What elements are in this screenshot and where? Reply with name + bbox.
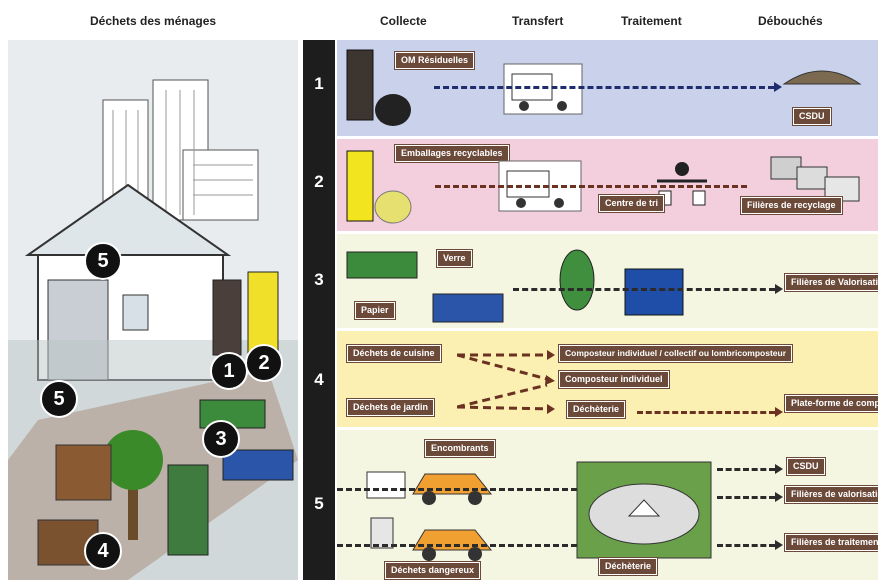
glass-bank-icon	[559, 249, 595, 311]
label-papier: Papier	[355, 302, 395, 319]
flow-arrowhead-traitement	[775, 540, 783, 550]
label-composteur-individuel: Composteur individuel	[559, 371, 669, 388]
header-traitement: Traitement	[621, 14, 682, 28]
row-number-strip	[303, 40, 335, 580]
label-emballages: Emballages recyclables	[395, 145, 509, 162]
flow-line-row2	[435, 185, 747, 188]
flow-arrowhead-row4	[775, 407, 783, 417]
label-csdu-row5: CSDU	[787, 458, 825, 475]
row-number-3: 3	[314, 270, 324, 289]
compacting-container-icon	[624, 268, 684, 316]
flow-arrowhead-row3	[775, 284, 783, 294]
row-5: Encombrants Déchets dangereux Déchèterie…	[337, 430, 878, 580]
label-plate-forme-compostage: Plate-forme de compostage	[785, 395, 878, 412]
flow-line-csdu	[717, 468, 775, 471]
flow-line-row5-top	[337, 488, 577, 491]
row-2: Emballages recyclables Centre de tri Fil…	[337, 139, 878, 231]
header-collecte: Collecte	[380, 14, 427, 28]
row-number-4: 4	[314, 370, 324, 389]
flow-arrowhead-row1	[774, 82, 782, 92]
house-badge-3: 3	[202, 420, 240, 458]
house-badge-5-roof: 5	[84, 242, 122, 280]
label-filieres-valorisation-row5: Filières de valorisation	[785, 486, 878, 503]
row-number-5: 5	[314, 494, 324, 513]
label-csdu-row1: CSDU	[793, 108, 831, 125]
row-1: OM Résiduelles CSDU	[337, 40, 878, 136]
row-3: Verre Papier Filières de Valorisation	[337, 234, 878, 328]
label-filieres-valorisation: Filières de Valorisation	[785, 274, 878, 291]
label-dechets-jardin: Déchets de jardin	[347, 399, 435, 416]
residual-bin-icon	[346, 49, 411, 126]
header-menages: Déchets des ménages	[90, 14, 217, 28]
label-filieres-recyclage: Filières de recyclage	[741, 197, 842, 214]
flow-arrowhead-valorisation	[775, 492, 783, 502]
label-centre-de-tri: Centre de tri	[599, 195, 665, 212]
landfill-icon	[782, 70, 862, 85]
label-encombrants: Encombrants	[425, 440, 495, 457]
house-badge-5-ground: 5	[40, 380, 78, 418]
transfer-truck-icon	[503, 63, 583, 115]
flow-line-row3	[513, 288, 775, 291]
household-illustration: 5 5 1 2 3 4	[8, 40, 298, 580]
house-badge-1: 1	[210, 352, 248, 390]
glass-crate-icon	[346, 251, 418, 279]
row-number-1: 1	[314, 74, 324, 93]
hazardous-waste-car-icon	[370, 517, 493, 561]
flow-line-valorisation	[717, 496, 775, 499]
flow-arrow-row1	[434, 86, 774, 89]
flow-line-row5-bottom	[337, 544, 577, 547]
label-composteur-collectif: Composteur individuel / collectif ou lom…	[559, 345, 793, 362]
row-4: Déchets de cuisine Déchets de jardin Com…	[337, 331, 878, 427]
paper-crate-icon	[432, 293, 504, 323]
label-dechets-dangereux: Déchets dangereux	[385, 562, 481, 579]
recycling-bin-icon	[346, 150, 412, 224]
flow-arrowhead-csdu	[775, 464, 783, 474]
label-dechets-cuisine: Déchets de cuisine	[347, 345, 441, 362]
header-transfert: Transfert	[512, 14, 564, 28]
house-scene-illustration	[8, 79, 298, 580]
flow-line-row4	[637, 411, 775, 414]
header-debouches: Débouchés	[758, 14, 823, 28]
flow-line-traitement	[717, 544, 775, 547]
label-verre: Verre	[437, 250, 472, 267]
row-number-2: 2	[314, 172, 324, 191]
label-om-residuelles: OM Résiduelles	[395, 52, 475, 69]
house-badge-4: 4	[84, 532, 122, 570]
label-filieres-traitement: Filières de traitement	[785, 534, 878, 551]
label-decheterie-row5: Déchèterie	[599, 558, 658, 575]
house-badge-2: 2	[245, 344, 283, 382]
bulky-waste-car-icon	[366, 471, 493, 505]
label-decheterie-row4: Déchèterie	[567, 401, 626, 418]
decheterie-site-icon	[576, 461, 712, 559]
label-emballages-text: Emballages recyclables	[401, 148, 503, 158]
row4-flow-arrows	[457, 350, 555, 414]
